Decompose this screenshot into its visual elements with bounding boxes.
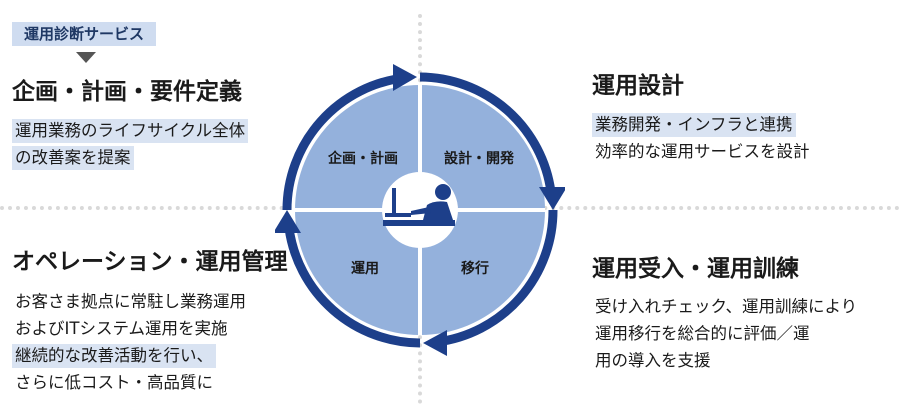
arrowhead-top-icon bbox=[393, 64, 417, 91]
acceptance-line-3: 用の導入を支援 bbox=[595, 351, 711, 370]
phase-label-operation: 運用 bbox=[351, 261, 379, 277]
acceptance-title: 運用受入・運用訓練 bbox=[592, 256, 799, 282]
arrowhead-right-icon bbox=[539, 187, 565, 210]
design-line-2: 効率的な運用サービスを設計 bbox=[595, 142, 810, 161]
tag-down-arrow-icon bbox=[76, 52, 96, 63]
person-at-computer-icon bbox=[383, 184, 455, 226]
operation-line-3: 継続的な改善活動を行い、 bbox=[12, 344, 216, 368]
cycle-arrow-top-right bbox=[419, 72, 556, 193]
phase-label-planning: 企画・計画 bbox=[327, 150, 398, 167]
design-description: 業務開発・インフラと連携 効率的な運用サービスを設計 bbox=[592, 111, 810, 165]
planning-line-2: の改善案を提案 bbox=[12, 146, 134, 170]
service-tag: 運用診断サービス bbox=[12, 22, 157, 46]
operation-description: お客さま拠点に常駐し業務運用 およびITシステム運用を実施 継続的な改善活動を行… bbox=[12, 288, 246, 396]
operation-title: オペレーション・運用管理 bbox=[12, 249, 288, 275]
cycle-sector-operation bbox=[295, 210, 420, 335]
operation-line-2: およびITシステム運用を実施 bbox=[15, 319, 228, 338]
operation-line-1: お客さま拠点に常駐し業務運用 bbox=[15, 292, 246, 311]
lifecycle-cycle-diagram: 企画・計画 設計・開発 移行 運用 bbox=[275, 64, 565, 356]
planning-title: 企画・計画・要件定義 bbox=[12, 79, 242, 105]
cycle-arrow-bottom-left bbox=[284, 227, 421, 348]
operation-line-4: さらに低コスト・高品質に bbox=[15, 373, 213, 392]
design-title: 運用設計 bbox=[592, 73, 684, 99]
design-line-1: 業務開発・インフラと連携 bbox=[592, 113, 796, 137]
cycle-sector-design bbox=[420, 85, 545, 210]
cycle-sector-planning bbox=[295, 85, 420, 210]
phase-label-migration: 移行 bbox=[461, 260, 489, 277]
acceptance-line-2: 運用移行を総合的に評価／運 bbox=[595, 324, 810, 343]
acceptance-description: 受け入れチェック、運用訓練により 運用移行を総合的に評価／運 用の導入を支援 bbox=[592, 293, 857, 374]
cycle-arrow-top-left bbox=[282, 73, 406, 211]
arrowhead-left-icon bbox=[275, 210, 301, 233]
acceptance-line-1: 受け入れチェック、運用訓練により bbox=[595, 297, 858, 316]
planning-line-1: 運用業務のライフサイクル全体 bbox=[12, 119, 249, 143]
phase-label-design: 設計・開発 bbox=[444, 150, 515, 167]
cycle-arrow-bottom-right bbox=[436, 209, 558, 347]
arrowhead-bottom-icon bbox=[423, 330, 447, 356]
cycle-sector-migration bbox=[420, 210, 545, 335]
planning-description: 運用業務のライフサイクル全体 の改善案を提案 bbox=[12, 117, 249, 171]
